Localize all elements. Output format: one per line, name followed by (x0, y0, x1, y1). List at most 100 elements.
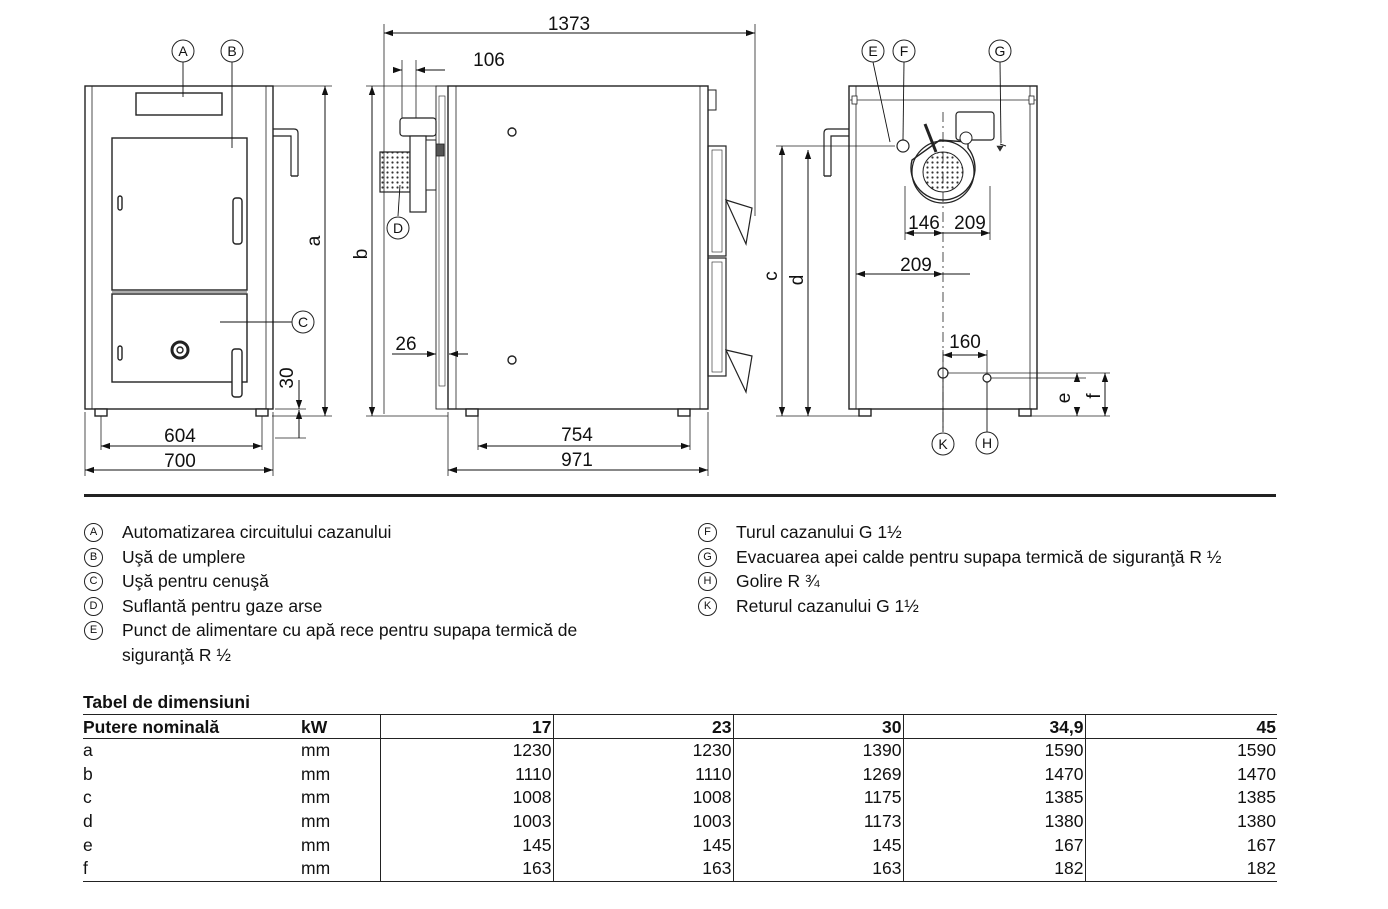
dim-label-b: b (351, 249, 372, 260)
row-unit: mm (301, 740, 331, 761)
legend-text: Returul cazanului G 1½ (736, 595, 919, 616)
dim-label-f: f (1084, 393, 1105, 399)
svg-text:F: F (900, 43, 909, 59)
cell-value: 1230 (552, 738, 733, 763)
cell-value: 167 (902, 833, 1085, 857)
rear-view (776, 85, 1110, 432)
dim-label-e: e (1054, 393, 1075, 404)
header-unit: kW (301, 714, 380, 739)
legend-text: Automatizarea circuitului cazanului (122, 522, 392, 542)
dim-209-upper: 209 (954, 213, 986, 234)
cell-value: 182 (1084, 856, 1277, 882)
header-value: 45 (1084, 714, 1277, 739)
dimension-table: Putere nominală kW 17 23 30 34,9 45 a mm… (83, 714, 1277, 882)
callout-E: E (861, 39, 885, 63)
legend-item-C: C Uşă pentru cenuşă (84, 569, 644, 594)
legend-text: Uşă pentru cenuşă (122, 571, 269, 591)
cell-value: 163 (379, 856, 553, 882)
callout-F: F (892, 39, 916, 63)
technical-drawing: 604 700 a 30 A B C (84, 14, 1110, 476)
legend-marker: G (698, 547, 717, 567)
svg-text:E: E (868, 43, 877, 59)
legend-text: Golire R ¾ (736, 571, 820, 591)
table-row: e mm 145 145 145 167 167 (83, 833, 1277, 857)
dim-754: 754 (561, 425, 593, 446)
dim-106: 106 (473, 50, 505, 71)
cell-value: 1590 (1084, 738, 1277, 763)
table-row: c mm 1008 1008 1175 1385 1385 (83, 786, 1277, 810)
dim-label-a: a (304, 235, 325, 246)
header-value: 30 (732, 714, 903, 739)
cell-value: 145 (379, 833, 553, 857)
table-header-row: Putere nominală kW 17 23 30 34,9 45 (83, 714, 1277, 739)
front-view (84, 85, 332, 476)
side-view (366, 24, 756, 476)
legend-marker: H (698, 572, 717, 591)
cell-value: 1008 (379, 786, 553, 810)
row-label: c (83, 787, 92, 808)
cell-value: 1110 (379, 762, 553, 787)
callout-K: K (931, 432, 955, 456)
cell-value: 1230 (379, 738, 553, 763)
row-unit: mm (301, 834, 331, 855)
cell-value: 1470 (902, 762, 1085, 787)
callout-C: C (291, 310, 315, 334)
table-row: d mm 1003 1003 1173 1380 1380 (83, 809, 1277, 834)
cell-value: 1470 (1084, 762, 1277, 787)
dim-209-lower: 209 (900, 255, 932, 276)
svg-text:K: K (938, 436, 948, 452)
svg-text:C: C (298, 314, 308, 330)
legend-item-E: E Punct de alimentare cu apă rece pentru … (84, 618, 644, 667)
cell-value: 1385 (1084, 786, 1277, 810)
dim-604: 604 (164, 426, 196, 447)
cell-value: 1003 (379, 809, 553, 834)
svg-text:A: A (178, 43, 188, 59)
legend-text: Turul cazanului G 1½ (736, 522, 902, 542)
dim-700: 700 (164, 451, 196, 472)
dim-971: 971 (561, 450, 593, 471)
row-label: b (83, 763, 93, 784)
header-value: 17 (379, 714, 553, 739)
legend-marker: K (698, 596, 717, 616)
legend-item-F: F Turul cazanului G 1½ (698, 520, 1338, 545)
cell-value: 1390 (732, 738, 903, 763)
cell-value: 1385 (902, 786, 1085, 810)
row-unit: mm (301, 763, 331, 784)
svg-text:B: B (227, 43, 236, 59)
dim-label-d: d (787, 275, 808, 286)
legend-item-A: A Automatizarea circuitului cazanului (84, 520, 644, 545)
header-value: 34,9 (902, 714, 1085, 739)
control-panel-shape (135, 92, 223, 116)
callout-A: A (171, 39, 195, 63)
filling-door-shape (111, 137, 248, 291)
cell-value: 1173 (732, 809, 903, 834)
legend-marker: E (84, 621, 103, 640)
cell-value: 1008 (552, 786, 733, 810)
svg-text:G: G (995, 43, 1006, 59)
legend-marker: F (698, 523, 717, 542)
legend-text: Suflantă pentru gaze arse (122, 595, 323, 616)
cell-value: 1110 (552, 762, 733, 787)
cell-value: 1380 (1084, 809, 1277, 834)
svg-text:H: H (982, 435, 992, 451)
dim-146: 146 (908, 213, 940, 234)
dim-label-c: c (761, 271, 782, 281)
callout-G: G (988, 39, 1012, 63)
legend-marker: A (84, 523, 103, 542)
cell-value: 182 (902, 856, 1085, 882)
dim-26: 26 (395, 334, 416, 355)
row-unit: mm (301, 811, 331, 832)
table-row: f mm 163 163 163 182 182 (83, 856, 1277, 882)
row-label: f (83, 856, 301, 882)
legend-marker: C (84, 572, 103, 591)
legend-item-K: K Returul cazanului G 1½ (698, 594, 1338, 619)
row-label: a (83, 740, 93, 761)
legend-text: Uşă de umplere (122, 546, 246, 567)
legend-text: Punct de alimentare cu apă rece pentru s… (122, 620, 578, 665)
cell-value: 163 (732, 856, 903, 882)
